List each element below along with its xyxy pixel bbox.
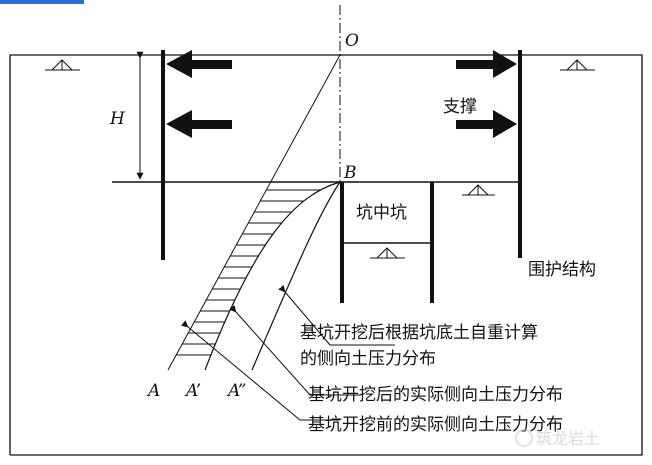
pressure-hatch	[176, 189, 321, 356]
note-1-line-1: 基坑开挖后根据坑底土自重计算	[300, 323, 538, 343]
label-pit-in-pit: 坑中坑	[356, 203, 407, 223]
support-arrow-left-2	[166, 110, 232, 138]
label-support: 支撑	[443, 97, 477, 117]
ground-symbol-pit-bottom	[462, 184, 495, 196]
leader-lines	[180, 284, 395, 421]
line-O-A	[167, 54, 341, 371]
label-H: H	[109, 109, 126, 129]
ground-outline	[9, 54, 643, 456]
note-3: 基坑开挖前的实际侧向土压力分布	[308, 415, 563, 435]
support-arrow-right-1	[456, 50, 517, 78]
label-retaining-structure: 围护结构	[528, 260, 596, 280]
label-A: A	[146, 381, 160, 401]
watermark-text: 筑龙岩土	[536, 429, 600, 448]
note-1-line-2: 的侧向土压力分布	[300, 349, 436, 369]
ground-symbol-left	[45, 59, 80, 71]
support-arrow-left-1	[166, 50, 232, 78]
curve-B-A2	[251, 181, 341, 371]
label-A2: A”	[226, 381, 246, 401]
watermark-logo-icon	[515, 429, 533, 447]
label-A1: A’	[184, 381, 201, 401]
support-arrow-right-2	[456, 110, 517, 138]
note-2: 基坑开挖后的实际侧向土压力分布	[308, 385, 563, 405]
ground-symbol-right	[560, 59, 595, 71]
watermark: 筑龙岩土	[515, 429, 600, 448]
top-accent-strip	[0, 0, 84, 4]
h-dimension	[112, 51, 160, 183]
curve-B-A1	[204, 181, 341, 371]
label-B: B	[343, 163, 357, 183]
ground-symbol-inner-pit	[370, 247, 405, 259]
label-O: O	[345, 31, 359, 51]
